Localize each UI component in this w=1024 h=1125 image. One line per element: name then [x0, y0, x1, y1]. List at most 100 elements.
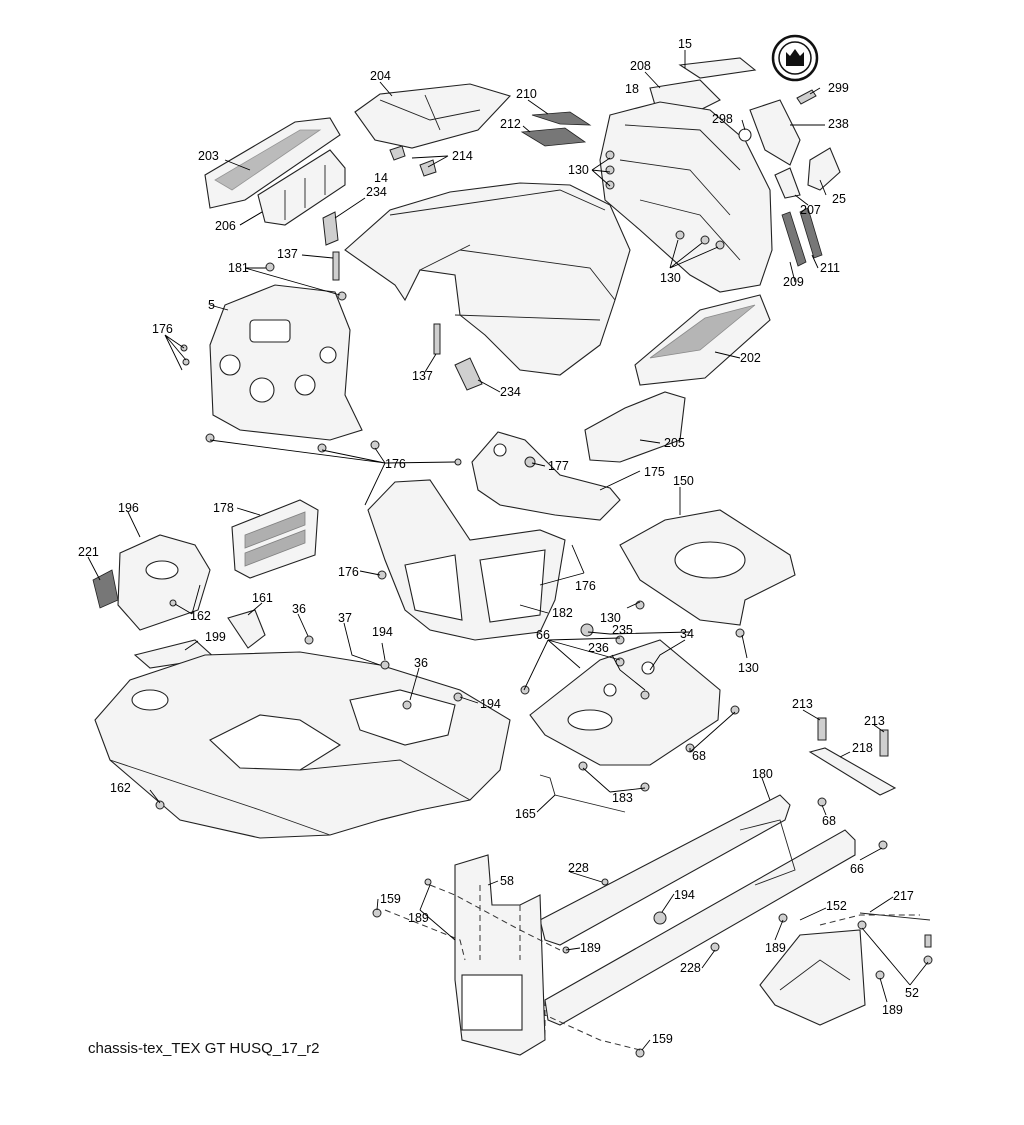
callout-299: 299	[828, 81, 849, 95]
bolt-213-b	[879, 729, 889, 757]
nut-177	[524, 456, 536, 468]
callout-221: 221	[78, 545, 99, 559]
callout-66-b: 66	[850, 862, 864, 876]
pan-152	[759, 929, 866, 1026]
decal-221	[92, 569, 119, 609]
callout-189-d: 189	[882, 1003, 903, 1017]
bracket-218	[808, 747, 897, 796]
bolt-159-b	[635, 1048, 645, 1058]
bolt-176-tank	[454, 458, 462, 466]
fasteners-130-top	[605, 150, 725, 250]
vent-211	[799, 207, 823, 259]
callout-130-tray-a: 130	[600, 611, 621, 625]
callout-235: 235	[612, 623, 633, 637]
vent-212	[520, 127, 587, 147]
callout-228-b: 228	[680, 961, 701, 975]
bolt-189-d	[875, 970, 885, 980]
callout-25: 25	[832, 192, 846, 206]
lens-25	[807, 147, 841, 191]
bolt-36-a	[304, 635, 314, 645]
bulb-298	[738, 128, 752, 142]
callout-152: 152	[826, 899, 847, 913]
callout-162-fender: 162	[110, 781, 131, 795]
callout-176-mid: 176	[385, 457, 406, 471]
vent-209	[781, 211, 807, 267]
callout-205: 205	[664, 436, 685, 450]
grille-frame-203	[204, 117, 341, 209]
grille-bracket-206	[257, 149, 346, 226]
callout-180: 180	[752, 767, 773, 781]
callout-194-b: 194	[480, 697, 501, 711]
parts-artwork	[92, 34, 933, 1058]
callout-58: 58	[500, 874, 514, 888]
callout-212: 212	[500, 117, 521, 131]
nut-130-d	[735, 628, 745, 638]
callout-130-tray-b: 130	[738, 661, 759, 675]
callout-161: 161	[252, 591, 273, 605]
callout-203: 203	[198, 149, 219, 163]
callout-175: 175	[644, 465, 665, 479]
bolt-162-fender	[155, 800, 165, 810]
callout-209: 209	[783, 275, 804, 289]
grommet-235	[580, 623, 594, 637]
callout-210: 210	[516, 87, 537, 101]
fasteners-181	[265, 262, 347, 301]
callout-5: 5	[208, 298, 215, 312]
decal-234-a	[322, 211, 339, 246]
callout-130-mid: 130	[660, 271, 681, 285]
nut-194-c	[653, 911, 667, 925]
callout-137-low: 137	[412, 369, 433, 383]
callout-217: 217	[893, 889, 914, 903]
callout-18: 18	[625, 82, 639, 96]
callout-37: 37	[338, 611, 352, 625]
callout-238: 238	[828, 117, 849, 131]
nut-68-a	[817, 797, 827, 807]
callout-218: 218	[852, 741, 873, 755]
husqvarna-crown-emblem	[771, 34, 819, 82]
nut-194-a	[380, 660, 390, 670]
nut-194-b	[453, 692, 463, 702]
bolt-213-a	[817, 717, 827, 741]
bolt-159-a	[372, 908, 382, 918]
seat-mount-plate-34	[529, 639, 721, 766]
bolt-162-seat	[169, 599, 177, 607]
diagram-caption: chassis-tex_TEX GT HUSQ_17_r2	[88, 1040, 320, 1057]
callout-130-top: 130	[568, 163, 589, 177]
callout-150: 150	[673, 474, 694, 488]
callout-207: 207	[800, 203, 821, 217]
panel-161	[227, 609, 266, 649]
callout-176-dash: 176	[152, 322, 173, 336]
callout-177: 177	[548, 459, 569, 473]
dash-panel-5	[209, 284, 363, 441]
callout-labels: 15 208 18 299 298 238 204 210 212 214 20…	[78, 37, 919, 1046]
bolt-36-b	[402, 700, 412, 710]
callout-183: 183	[612, 791, 633, 805]
callout-213-b: 213	[864, 714, 885, 728]
callout-176-left: 176	[338, 565, 359, 579]
callout-196: 196	[118, 501, 139, 515]
callout-189-a: 189	[408, 911, 429, 925]
rod-165	[539, 774, 626, 813]
steering-bracket-175	[471, 431, 621, 521]
bolt-228-b	[710, 942, 720, 952]
callout-228-a: 228	[568, 861, 589, 875]
front-bumper-18	[599, 101, 773, 293]
callout-206: 206	[215, 219, 236, 233]
bolt-189-c	[778, 913, 788, 923]
callout-194-c: 194	[674, 888, 695, 902]
callout-194-a: 194	[372, 625, 393, 639]
bolt-189-a	[424, 878, 432, 886]
callout-202: 202	[740, 351, 761, 365]
callout-204: 204	[370, 69, 391, 83]
nut-52-b	[923, 955, 933, 965]
callout-298: 298	[712, 112, 733, 126]
callout-68-a: 68	[692, 749, 706, 763]
side-panel-205	[584, 391, 686, 463]
callout-214: 214	[452, 149, 473, 163]
bolt-228-a	[601, 878, 609, 886]
callout-236: 236	[588, 641, 609, 655]
vent-210	[531, 111, 592, 126]
callout-211: 211	[820, 261, 840, 275]
callout-181: 181	[228, 261, 249, 275]
